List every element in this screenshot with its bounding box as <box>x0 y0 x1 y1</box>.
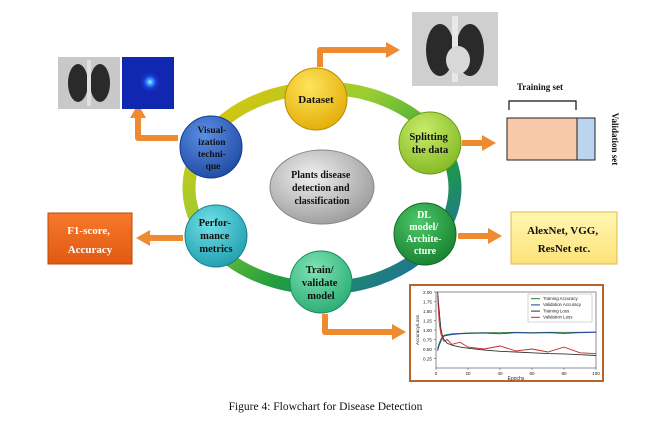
x-tick-label: 20 <box>465 371 471 376</box>
legend-label-3: Training Loss <box>543 308 570 313</box>
train-validate-node: Train/ validate model <box>289 250 353 314</box>
svg-text:Train/ validate mo: Train/ validate model <box>302 265 340 302</box>
arrow-dataset-to-xray <box>317 47 388 67</box>
x-tick-label: 60 <box>529 371 535 376</box>
splitting-label-line1: Splitting <box>409 132 448 143</box>
visualization-label-line1: Visual- <box>197 126 226 136</box>
svg-text:Perfor- mance metr: Perfor- mance metrics <box>199 218 234 255</box>
figure-caption: Figure 4: Flowchart for Disease Detectio… <box>228 401 423 413</box>
train-label-line2: validate <box>302 278 338 289</box>
center-label-line1: Plants disease <box>291 170 351 181</box>
legend-label-4: Validation Loss <box>543 315 573 320</box>
performance-label-line2: mance <box>200 231 229 242</box>
svg-text:AlexNet, VGG, ResNet etc: AlexNet, VGG, ResNet etc. <box>527 225 601 255</box>
legend-label-2: Validation Accuracy <box>543 302 582 307</box>
x-tick-label: 80 <box>561 371 567 376</box>
models-line1: AlexNet, VGG, <box>527 225 598 237</box>
x-tick-label: 40 <box>497 371 503 376</box>
visualization-node: Visual- ization techni- que <box>179 115 243 179</box>
dataset-label: Dataset <box>298 94 334 106</box>
metrics-box: F1-score, Accuracy <box>47 212 133 265</box>
splitting-node: Splitting the data <box>398 111 462 175</box>
y-axis-label: Accuracy/Loss <box>415 314 420 345</box>
visualization-label-line4: que <box>206 162 221 172</box>
y-tick-label: 2.00 <box>423 290 432 295</box>
training-set-label: Training set <box>517 82 563 92</box>
center-label-line2: detection and <box>292 183 350 194</box>
dl-label-line3: Archite- <box>406 234 441 245</box>
performance-label-line1: Perfor- <box>199 218 232 229</box>
flow-arrows <box>135 47 490 335</box>
models-line2: ResNet etc. <box>538 243 591 255</box>
validation-set-box <box>576 117 596 161</box>
xray-visualization-image <box>58 57 120 109</box>
models-box: AlexNet, VGG, ResNet etc. <box>510 211 618 265</box>
xray-dataset-image <box>412 12 498 86</box>
y-tick-label: 1.25 <box>423 318 432 323</box>
y-tick-label: 1.00 <box>423 328 432 333</box>
dl-label-line1: DL <box>417 210 431 221</box>
series-line-2 <box>437 331 597 352</box>
series-line-4 <box>437 295 597 355</box>
arrow-vis-to-images <box>135 116 178 141</box>
visualization-label-line3: techni- <box>198 150 226 160</box>
svg-text:F1-score, Accuracy: F1-score, Accuracy <box>67 225 113 256</box>
center-node: Plants disease detection and classificat… <box>269 149 375 225</box>
y-tick-label: 1.75 <box>423 299 432 304</box>
center-label-line3: classification <box>295 196 350 207</box>
x-tick-label: 100 <box>592 371 600 376</box>
svg-text:Visual- ization te: Visual- ization techni- que <box>197 126 228 172</box>
split-sets-diagram: Training set Validation set <box>506 82 620 165</box>
heatmap-image <box>122 57 174 109</box>
performance-node: Perfor- mance metrics <box>184 204 248 268</box>
train-label-line1: Train/ <box>306 265 335 276</box>
legend-label-1: Training Accuracy <box>543 296 579 301</box>
dl-label-line2: model/ <box>409 222 438 233</box>
splitting-label-line2: the data <box>412 145 449 156</box>
y-tick-label: 0.25 <box>423 356 432 361</box>
validation-set-label: Validation set <box>610 113 620 165</box>
training-chart: 0.25 0.50 0.75 1.00 1.25 1.50 1.75 2.00 0 20 40 60 8… <box>409 284 604 382</box>
svg-text:Splitting the data: Splitting the data <box>409 132 450 156</box>
performance-label-line3: metrics <box>199 244 232 255</box>
series-line-3 <box>437 291 597 356</box>
y-tick-label: 0.75 <box>423 337 432 342</box>
arrow-heads <box>130 42 502 340</box>
training-set-box <box>506 117 578 161</box>
x-tick-label: 0 <box>435 371 438 376</box>
dataset-node: Dataset <box>284 67 348 131</box>
dl-model-node: DL model/ Archite- cture <box>393 202 457 266</box>
arrow-train-to-chart <box>322 314 394 335</box>
metrics-line2: Accuracy <box>68 244 113 256</box>
svg-text:Plants disease detection: Plants disease detection and classificat… <box>291 170 353 207</box>
x-axis-label: Epochs <box>508 376 525 382</box>
train-label-line3: model <box>307 291 334 302</box>
svg-text:DL model/ Archite-: DL model/ Archite- cture <box>406 210 444 257</box>
dl-label-line4: cture <box>414 246 437 257</box>
visualization-label-line2: ization <box>198 138 226 148</box>
metrics-line1: F1-score, <box>67 225 110 237</box>
y-tick-label: 1.50 <box>423 309 432 314</box>
y-tick-label: 0.50 <box>423 347 432 352</box>
